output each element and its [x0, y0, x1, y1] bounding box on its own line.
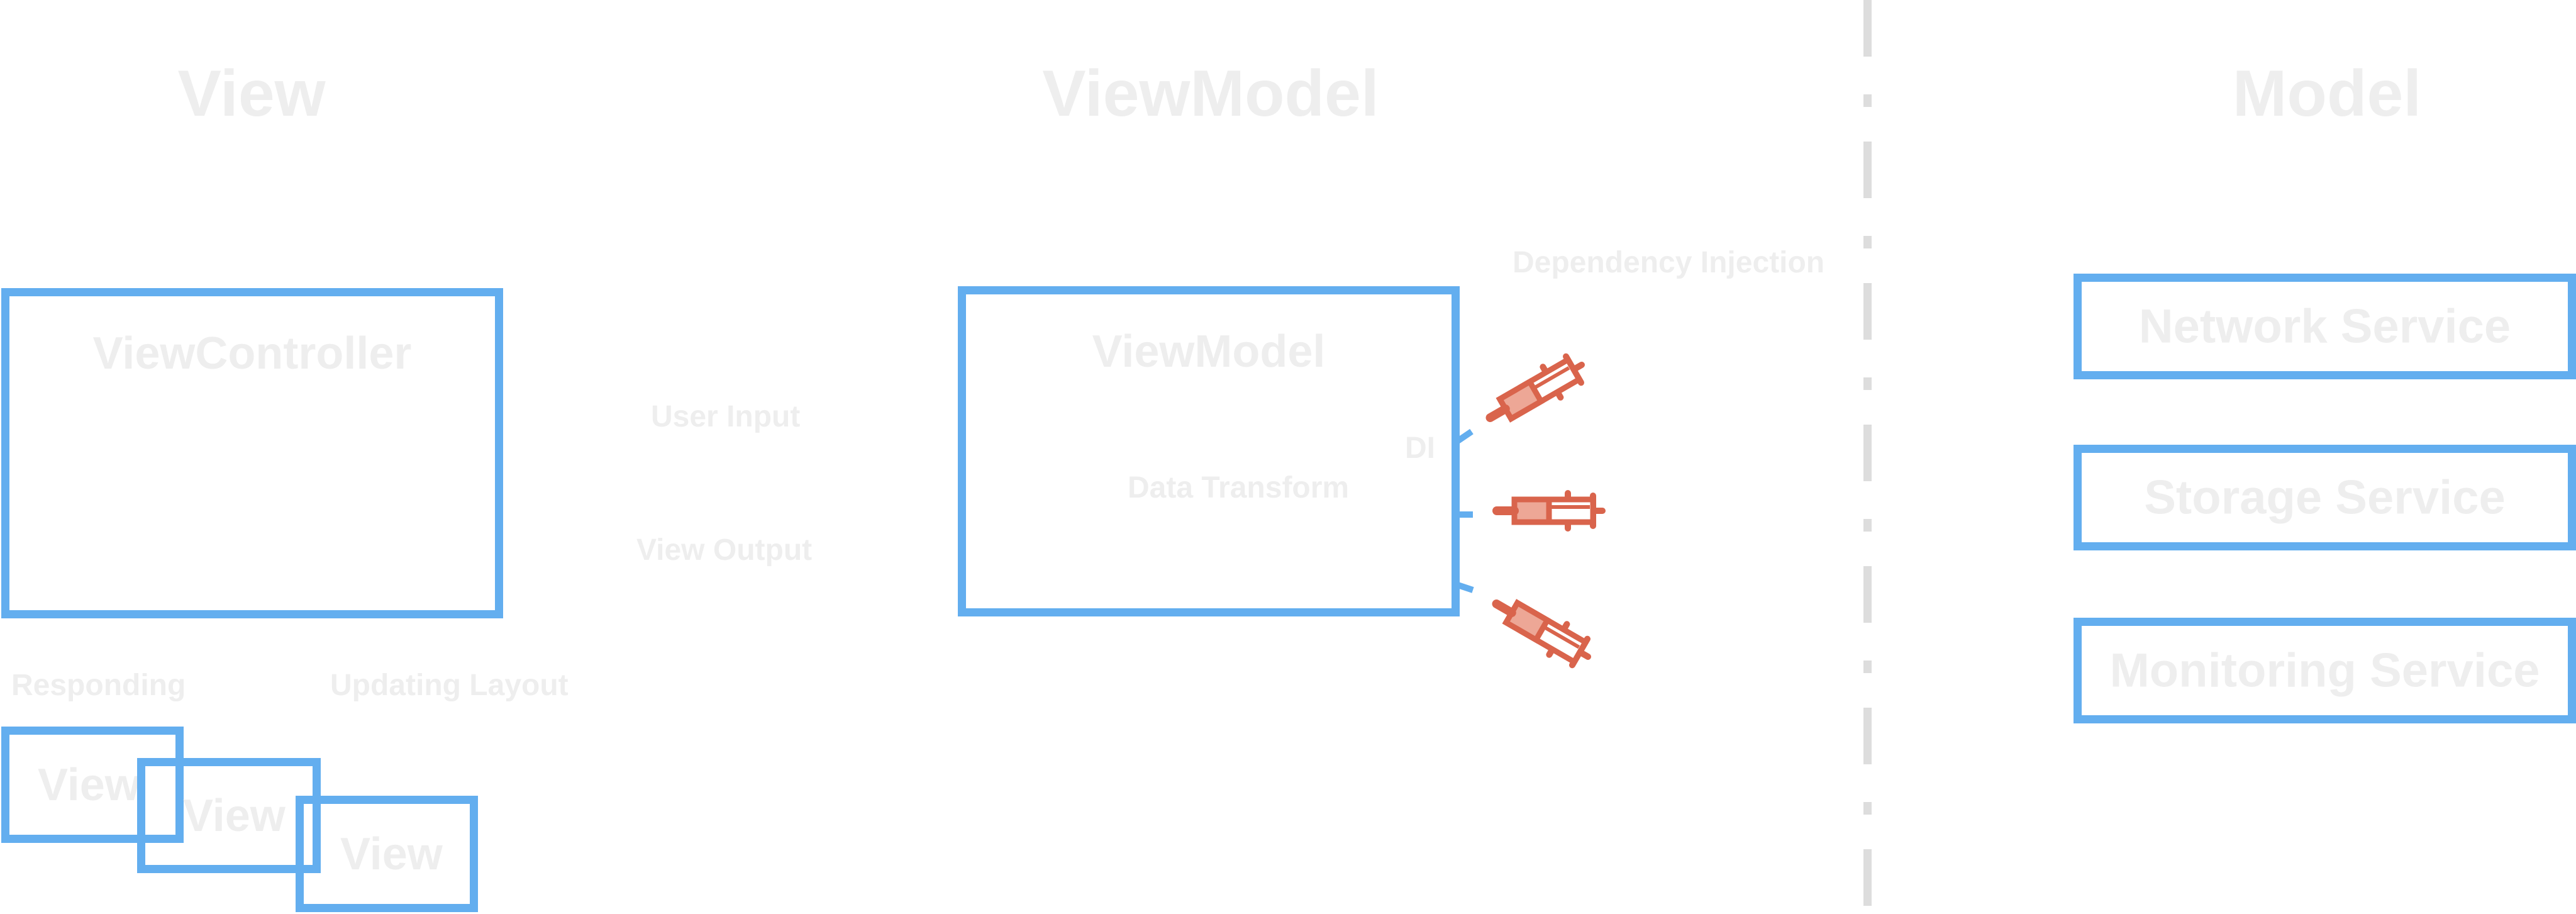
view-controller-title: ViewController — [92, 328, 412, 379]
monitoring-service-title: Monitoring Service — [2109, 644, 2540, 698]
di-connector — [1452, 428, 1474, 447]
sub-view-box-2: View — [137, 758, 321, 873]
user-input-label: User Input — [651, 400, 801, 433]
view-output-label: View Output — [636, 533, 813, 567]
viewmodel-box: ViewModel Data Transform DI — [958, 286, 1460, 616]
di-syringes — [1452, 340, 1635, 679]
view-column-title: View — [177, 57, 326, 130]
model-column-title: Model — [2232, 57, 2422, 130]
viewmodel-column-title: ViewModel — [1042, 57, 1379, 130]
syringe-icon — [1497, 493, 1602, 528]
network-service-box: Network Service — [2074, 274, 2576, 379]
data-transform-label: Data Transform — [1128, 471, 1350, 504]
syringe-icon — [1482, 350, 1591, 433]
responding-label: Responding — [11, 669, 186, 702]
sub-view-title: View — [340, 828, 443, 879]
monitoring-service-box: Monitoring Service — [2074, 618, 2576, 723]
storage-service-title: Storage Service — [2144, 471, 2506, 525]
sub-view-box-3: View — [296, 796, 478, 912]
di-connector — [1453, 581, 1474, 593]
viewmodel-box-title: ViewModel — [1092, 326, 1326, 377]
updating-layout-label: Updating Layout — [330, 669, 569, 702]
dependency-injection-label: Dependency Injection — [1513, 246, 1825, 279]
sub-view-title: View — [38, 759, 140, 810]
sub-view-title: View — [183, 790, 286, 841]
layer-divider — [1863, 0, 1872, 914]
view-controller-box: ViewController — [1, 288, 503, 618]
syringe-icon — [1488, 589, 1597, 672]
di-label: DI — [1405, 432, 1435, 465]
network-service-title: Network Service — [2138, 299, 2511, 354]
storage-service-box: Storage Service — [2074, 445, 2576, 550]
